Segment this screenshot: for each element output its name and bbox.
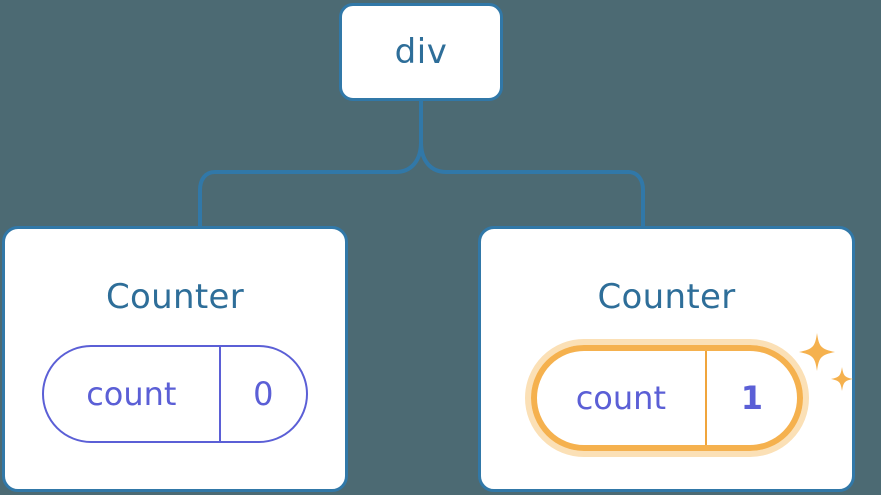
state-pill-key-cell: count bbox=[537, 351, 706, 445]
state-pill[interactable]: count 0 bbox=[42, 345, 308, 443]
state-value: 0 bbox=[253, 375, 274, 413]
state-pill-glow bbox=[524, 339, 809, 457]
state-value: 1 bbox=[740, 379, 763, 417]
state-pill-wrapper-highlighted: count 1 bbox=[517, 333, 853, 457]
state-key: count bbox=[575, 379, 666, 417]
state-key: count bbox=[86, 375, 177, 413]
state-pill-value-cell: 1 bbox=[705, 351, 796, 445]
state-pill-value-cell: 0 bbox=[218, 347, 306, 441]
card-counter-right[interactable]: Counter count 1 bbox=[478, 226, 855, 492]
state-pill-key-cell: count bbox=[44, 347, 219, 441]
card-counter-left[interactable]: Counter count 0 bbox=[2, 226, 348, 492]
node-div-label: div bbox=[394, 32, 448, 72]
card-title: Counter bbox=[106, 277, 244, 317]
state-pill-highlighted[interactable]: count 1 bbox=[530, 345, 803, 451]
state-pill-wrapper: count 0 bbox=[42, 345, 308, 443]
node-div[interactable]: div bbox=[339, 3, 503, 101]
card-title: Counter bbox=[597, 277, 736, 317]
